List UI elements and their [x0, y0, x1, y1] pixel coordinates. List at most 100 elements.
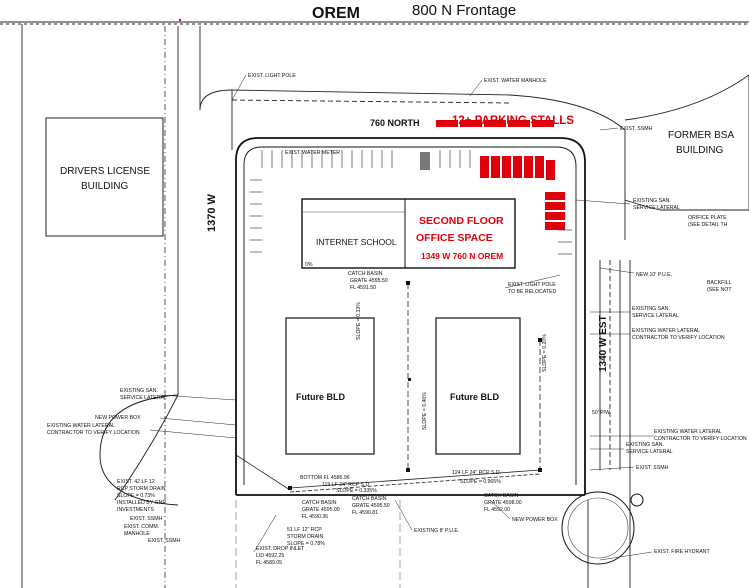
annotation-san-lateral-r1a: EXISTING SAN. — [633, 198, 671, 204]
annotation-rcp-2: RCP STORM DRAIN — [117, 486, 166, 492]
parking-stalls-label: 12+ PARKING STALLS — [452, 115, 574, 127]
annotation-drop-inlet-1: EXIST. DROP INLET — [256, 546, 305, 552]
office-space-label: OFFICE SPACE — [416, 232, 493, 244]
annotation-cb-c-2: GRATE 4598.00 — [484, 500, 522, 506]
annotation-cb-c-3: FL 4592.00 — [484, 507, 510, 513]
street-label-orem: OREM — [312, 5, 360, 22]
annotation-water-r1-2: CONTRACTOR TO VERIFY LOCATION — [632, 335, 725, 341]
left-cul-de-sac — [99, 394, 179, 506]
annotation-rcp-3: SLOPE = 0.73% — [117, 493, 155, 499]
annotation-power-box-left: NEW POWER BOX — [95, 415, 141, 421]
frontage-road — [0, 21, 749, 25]
annotation-cb-top-2: GRATE 4595.50 — [350, 278, 388, 284]
drivers-license-label-2: BUILDING — [81, 181, 128, 192]
second-floor-label: SECOND FLOOR — [419, 215, 504, 227]
annotation-drop-inlet-2: LID 4592.25 — [256, 553, 284, 559]
annotation-drop-inlet-3: FL 4589.05 — [256, 560, 282, 566]
annotation-slope-0965: SLOPE = 0.965% — [460, 479, 501, 485]
road-760-north — [231, 89, 626, 240]
address-label: 1349 W 760 N OREM — [421, 251, 503, 261]
annotation-light-pole-top: EXIST. LIGHT POLE — [248, 73, 296, 79]
annotation-fire-hydrant: EXIST. FIRE HYDRANT — [654, 549, 710, 555]
annotation-cb-a-2: GRATE 4595.00 — [302, 507, 340, 513]
annotation-existing-pue: EXISTING 8' P.U.E. — [414, 528, 459, 534]
annotation-water-left-2: CONTRACTOR TO VERIFY LOCATION — [47, 430, 140, 436]
leader-lines — [149, 74, 654, 561]
highlighted-parking-stalls — [436, 120, 565, 230]
annotation-san-left-1: EXISTING SAN. — [120, 388, 158, 394]
future-bld-left-label: Future BLD — [296, 392, 345, 402]
annotation-water-meter: EXIST. WATER METER — [285, 150, 340, 156]
annotation-backfill-1: BACKFILL — [707, 280, 732, 286]
drivers-license-building — [45, 117, 164, 237]
cul-de-sac-inner — [567, 497, 629, 559]
road-1340-west — [587, 260, 631, 588]
annotation-cb-b-1: CATCH BASIN — [352, 496, 387, 502]
annotation-cb-top-3: FL 4591.50 — [350, 285, 376, 291]
annotation-cb-a-3: FL 4590.36 — [302, 514, 328, 520]
annotation-bottom-fl: BOTTOM FL 4586.96 — [300, 475, 350, 481]
annotation-water-manhole: EXIST. WATER MANHOLE — [484, 78, 547, 84]
annotation-power-box-bottom: NEW POWER BOX — [512, 517, 558, 523]
annotation-comm-2: MANHOLE — [124, 531, 150, 537]
annotation-cb-b-2: GRATE 4595.50 — [352, 503, 390, 509]
annotation-labels: EXIST. LIGHT POLE EXIST. WATER MANHOLE E… — [47, 73, 747, 566]
annotation-water-r2-2: CONTRACTOR TO VERIFY LOCATION — [654, 436, 747, 442]
annotation-orifice-2: (SEE DETAIL TH — [688, 222, 728, 228]
future-building-left — [285, 317, 375, 455]
drivers-license-label-1: DRIVERS LICENSE — [60, 166, 150, 177]
annotation-rcp-124: 124 LF 24" RCP S.D. — [452, 470, 501, 476]
annotation-orifice-1: ORIFICE PLATE — [688, 215, 727, 221]
annotation-storm-3: SLOPE = 0.78% — [287, 541, 325, 547]
annotation-water-left-1: EXISTING WATER LATERAL — [47, 423, 115, 429]
parking-stall-lines — [250, 150, 572, 255]
annotation-san-lateral-r1b: SERVICE LATERAL — [633, 205, 680, 211]
street-label-760-north: 760 NORTH — [370, 118, 420, 128]
dumpster-hatch — [420, 152, 430, 170]
cul-de-sac-outer — [561, 491, 635, 565]
property-lines — [235, 500, 401, 588]
site-boundary — [235, 137, 586, 496]
annotation-water-r1-1: EXISTING WATER LATERAL — [632, 328, 700, 334]
annotation-slope-c: SLOPE = 0.20% — [542, 334, 548, 372]
annotation-slope-b: SLOPE = 0.40% — [422, 392, 428, 430]
fire-hydrant-loop — [630, 493, 644, 507]
street-label-1340w: 1340 W EST — [598, 315, 609, 372]
future-building-right — [435, 317, 521, 455]
future-bld-right-label: Future BLD — [450, 392, 499, 402]
existing-building — [301, 198, 516, 269]
catch-basin-markers — [288, 281, 542, 490]
annotation-rcp-4: INSTALLED BY GNR — [117, 500, 166, 506]
annotation-new-pue: NEW 10' P.U.E. — [636, 272, 672, 278]
annotation-cb-b-3: FL 4590.81 — [352, 510, 378, 516]
annotation-storm-1: 51 LF 12" RCP — [287, 527, 322, 533]
annotation-san-r2-1: EXISTING SAN. — [632, 306, 670, 312]
street-label-frontage: 800 N Frontage — [412, 2, 516, 19]
former-bsa-label-2: BUILDING — [676, 145, 723, 156]
annotation-water-r2-1: EXISTING WATER LATERAL — [654, 429, 722, 435]
annotation-pw-50: 50' P/W — [592, 410, 610, 416]
annotation-slope-0335: SLOPE = 0.335% — [336, 488, 377, 494]
left-road — [21, 24, 233, 588]
annotation-cb-top-1: CATCH BASIN — [348, 271, 383, 277]
annotation-backfill-2: (SEE NOT — [707, 287, 732, 293]
annotation-ssmh-top: EXIST. SSMH — [620, 126, 653, 132]
former-bsa-label-1: FORMER BSA — [668, 130, 734, 141]
annotation-ssmh-left: EXIST. SSMH — [130, 516, 163, 522]
annotation-slope-a: SLOPE = 0.33% — [356, 302, 362, 340]
storm-drain-lines — [235, 283, 541, 493]
annotation-light-pole-reloc-1: EXIST. LIGHT POLE — [508, 282, 556, 288]
annotation-san-r3-1: EXISTING SAN. — [626, 442, 664, 448]
annotation-san-r3-2: SERVICE LATERAL — [626, 449, 673, 455]
annotation-cb-c-1: CATCH BASIN — [484, 493, 519, 499]
annotation-san-left-2: SERVICE LATERAL — [120, 395, 167, 401]
annotation-san-r2-2: SERVICE LATERAL — [632, 313, 679, 319]
annotation-ssmh-bottom: EXIST. SSMH — [148, 538, 181, 544]
annotation-comm-1: EXIST. COMM. — [124, 524, 159, 530]
internet-school-label: INTERNET SCHOOL — [316, 237, 397, 247]
annotation-storm-2: STORM DRAIN — [287, 534, 323, 540]
annotation-rcp-119: 119 LF 24" RCP S.D. — [322, 482, 371, 488]
annotation-light-pole-reloc-2: TO BE RELOCATED — [508, 289, 556, 295]
